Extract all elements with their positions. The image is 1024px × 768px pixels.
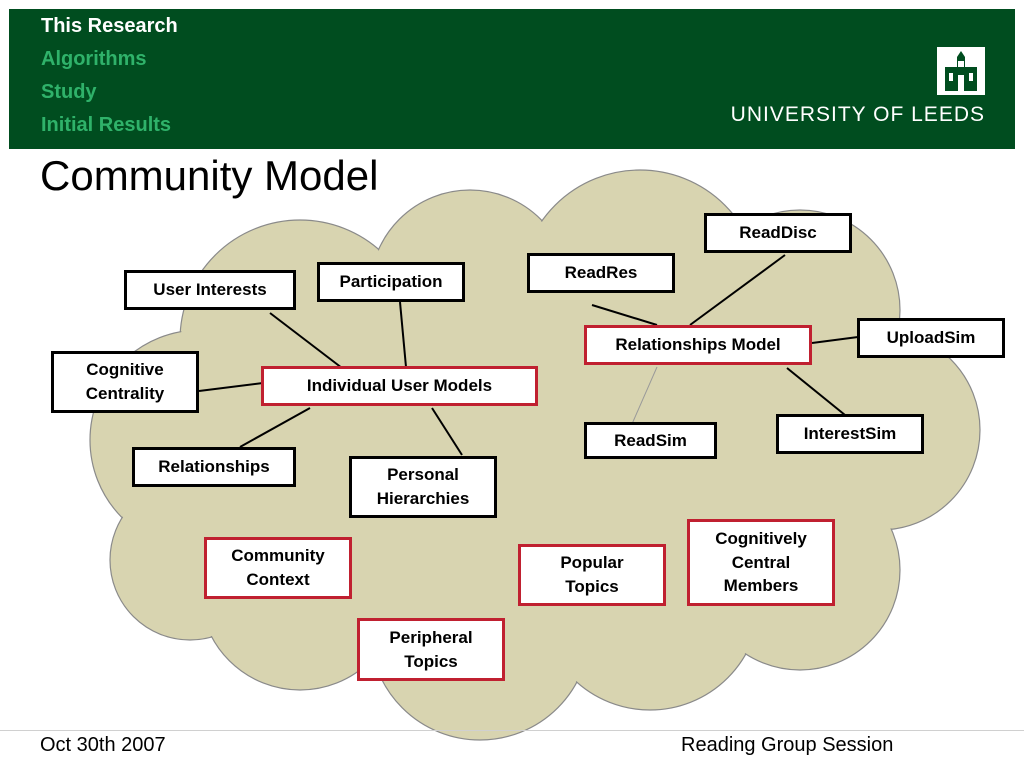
edge-readres (591, 304, 658, 326)
node-peripheral-topics: Peripheral Topics (357, 618, 505, 681)
node-community-context: Community Context (204, 537, 352, 599)
node-cognitive-centrality: Cognitive Centrality (51, 351, 199, 413)
footer-divider (0, 730, 1024, 731)
node-user-interests: User Interests (124, 270, 296, 310)
edge-readdisc (689, 254, 786, 326)
nav-algorithms[interactable]: Algorithms (41, 48, 147, 70)
node-uploadsim: UploadSim (857, 318, 1005, 358)
node-relationships: Relationships (132, 447, 296, 487)
footer-date: Oct 30th 2007 (40, 734, 166, 756)
node-readsim: ReadSim (584, 422, 717, 459)
node-individual-user-models: Individual User Models (261, 366, 538, 406)
edge-interestsim (786, 367, 846, 416)
header-bar: This Research Algorithms Study Initial R… (9, 9, 1015, 149)
edge-user-interests (269, 312, 343, 369)
node-readdisc: ReadDisc (704, 213, 852, 253)
edge-participation (399, 301, 407, 368)
node-personal-hierarchies: Personal Hierarchies (349, 456, 497, 518)
node-interestsim: InterestSim (776, 414, 924, 454)
edge-cognitive-centrality (198, 382, 264, 392)
node-participation: Participation (317, 262, 465, 302)
edge-relationships (239, 407, 311, 448)
university-logo-text: UNIVERSITY OF LEEDS (730, 103, 985, 126)
node-readres: ReadRes (527, 253, 675, 293)
edge-readsim (631, 366, 658, 425)
nav-initial-results[interactable]: Initial Results (41, 114, 172, 136)
edge-uploadsim (811, 336, 859, 344)
node-popular-topics: Popular Topics (518, 544, 666, 606)
node-relationships-model: Relationships Model (584, 325, 812, 365)
edge-personal-hierarchies (431, 407, 463, 456)
nav-this-research[interactable]: This Research (41, 15, 178, 37)
university-logo-icon (937, 47, 985, 95)
footer-session: Reading Group Session (681, 734, 894, 756)
nav-study[interactable]: Study (41, 81, 97, 103)
node-cognitively-central-members: Cognitively Central Members (687, 519, 835, 606)
page-title: Community Model (40, 152, 379, 199)
